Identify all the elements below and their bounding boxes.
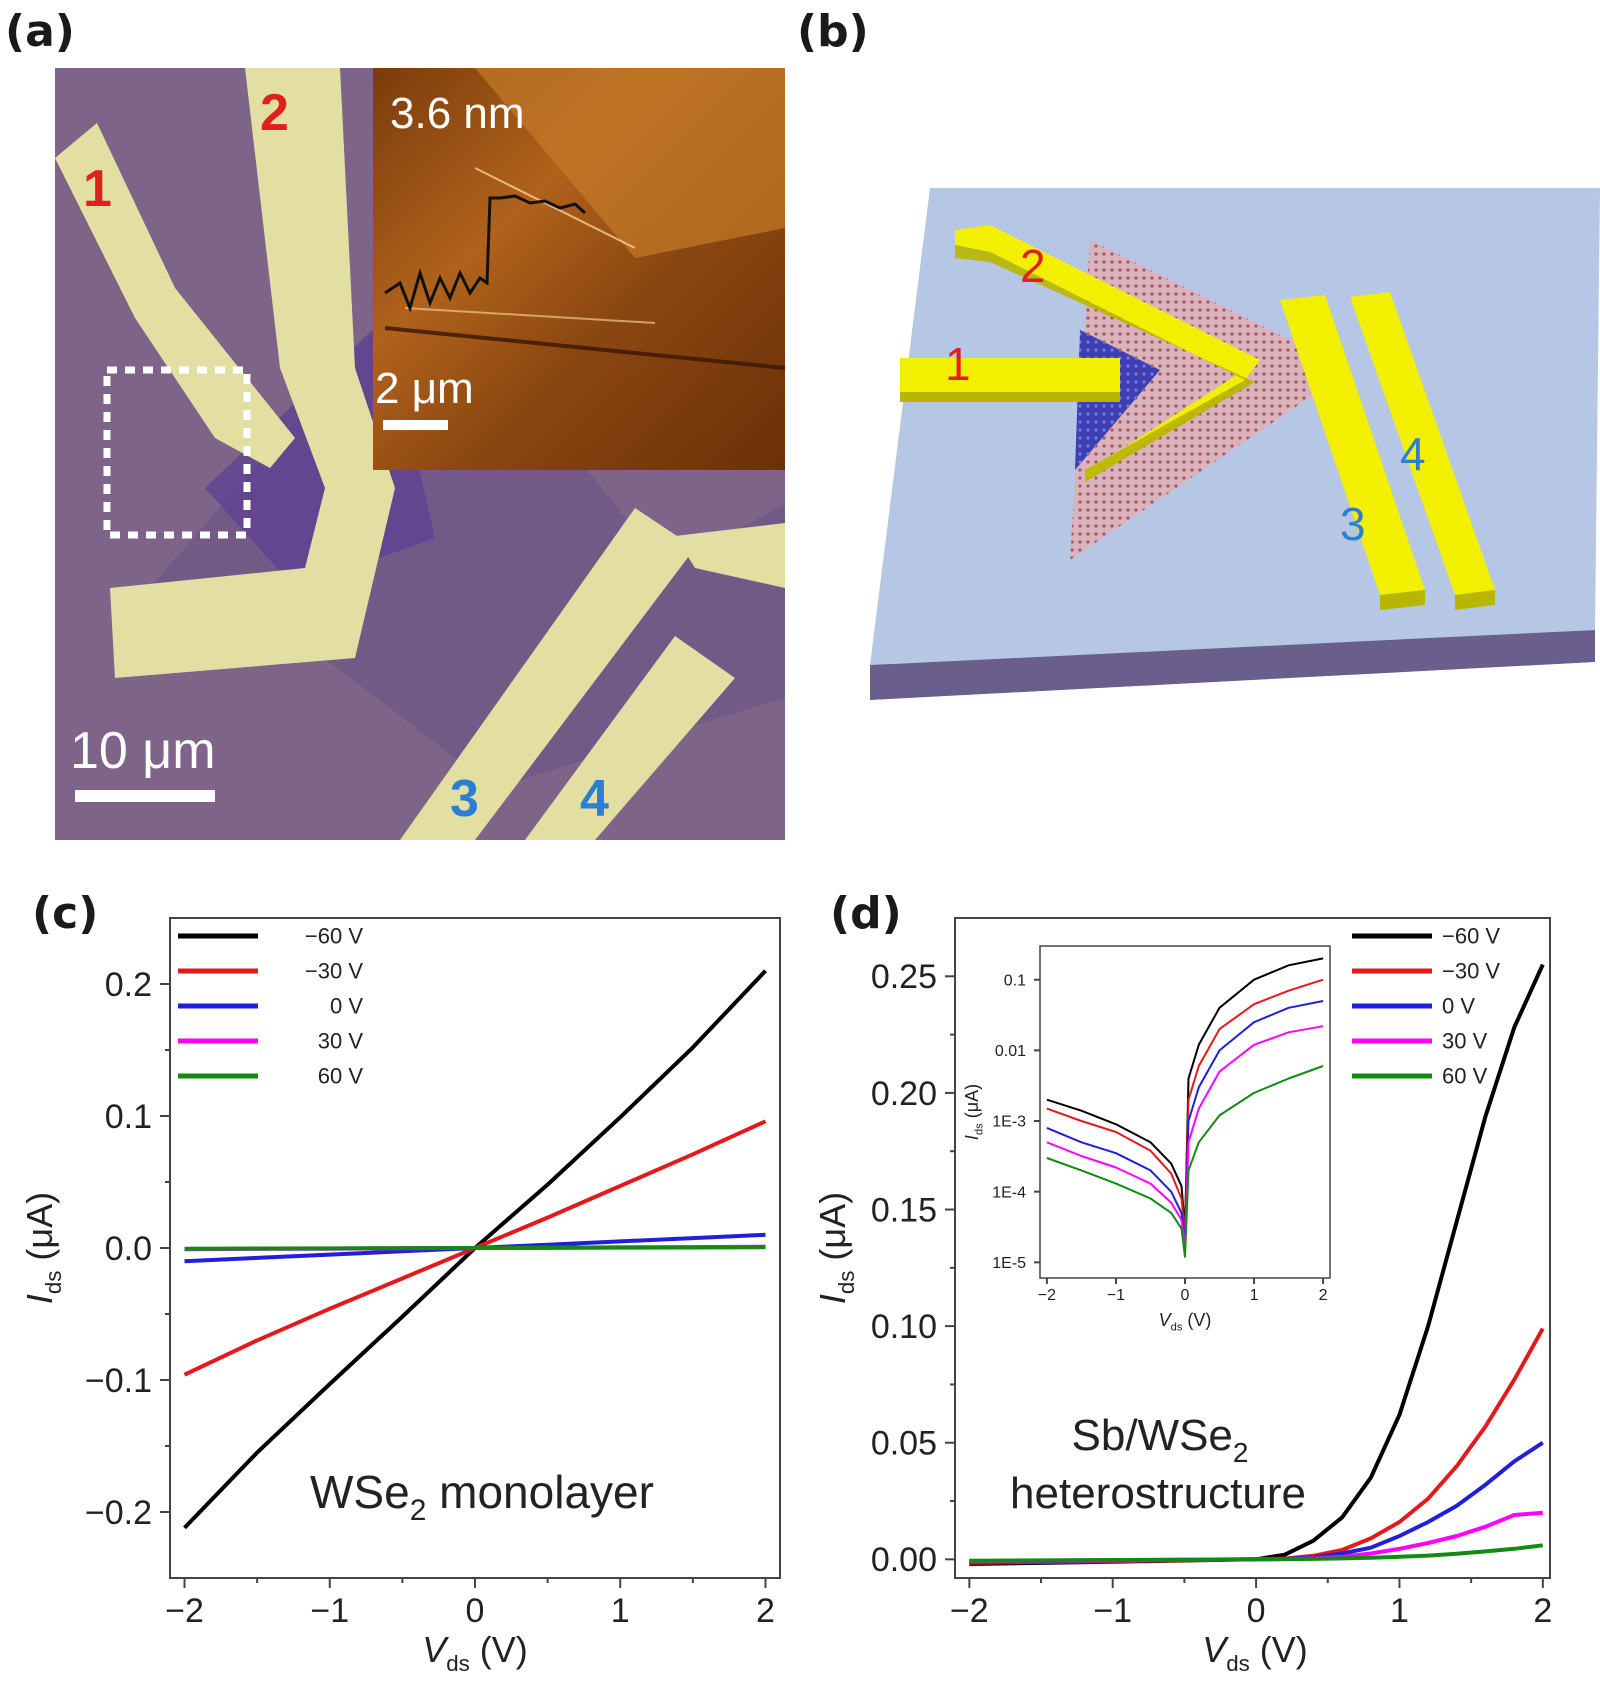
d-xlabel-text: Vds (V) bbox=[1202, 1629, 1308, 1676]
c-legend-label-3: 30 V bbox=[318, 1029, 364, 1054]
c-ylabel: Ids (μA) bbox=[19, 1192, 66, 1304]
d-inset-ytick-label: 1E-4 bbox=[992, 1184, 1026, 1201]
electrode-4-label: 4 bbox=[580, 770, 609, 828]
d-inset-xlabel-text: Vds (V) bbox=[1159, 1310, 1212, 1334]
d-series-4 bbox=[969, 1543, 1544, 1563]
d-ylabel-text: Ids (μA) bbox=[812, 1192, 859, 1304]
d-inset-xtick-label: 2 bbox=[1319, 1287, 1328, 1304]
electrode-4 bbox=[525, 636, 735, 840]
schematic-label-2: 2 bbox=[1020, 240, 1046, 292]
d-inset-xtick-label: −2 bbox=[1038, 1287, 1056, 1304]
d-xtick-label: 0 bbox=[1247, 1592, 1266, 1630]
d-frame bbox=[954, 917, 1551, 1579]
d-legend-label-2: 0 V bbox=[1442, 994, 1475, 1019]
c-ylabel-text: Ids (μA) bbox=[19, 1192, 66, 1304]
d-legend-label-1: −30 V bbox=[1442, 959, 1500, 984]
d-annotation-line2: heterostructure bbox=[1010, 1469, 1306, 1518]
d-xtick-label: 1 bbox=[1390, 1592, 1409, 1630]
afm-inset: 3.6 nm 2 μm bbox=[373, 68, 785, 470]
electrode-1-label: 1 bbox=[83, 160, 112, 218]
d-annotation-line1: Sb/WSe2 bbox=[1072, 1411, 1249, 1468]
d-ytick-label: 0.00 bbox=[871, 1541, 937, 1579]
d-inset-xtick-label: −1 bbox=[1107, 1287, 1125, 1304]
d-inset-ytick-label: 1E-3 bbox=[992, 1114, 1026, 1131]
c-legend-label-1: −30 V bbox=[305, 959, 363, 984]
d-inset-xtick-label: 1 bbox=[1250, 1287, 1259, 1304]
panel-b-label: (b) bbox=[797, 6, 869, 57]
schematic-label-1: 1 bbox=[945, 338, 971, 390]
c-ytick-label: 0.1 bbox=[105, 1098, 152, 1136]
schematic-label-4: 4 bbox=[1400, 428, 1426, 480]
d-xtick-label: −2 bbox=[950, 1592, 989, 1630]
d-ytick-label: 0.10 bbox=[871, 1308, 937, 1346]
electrode-2 bbox=[110, 68, 395, 678]
optical-micrograph: 3.6 nm 2 μm 1 2 3 4 10 μm bbox=[55, 68, 785, 840]
scale-bar-label: 10 μm bbox=[70, 722, 216, 780]
substrate-side bbox=[870, 630, 1595, 700]
d-ylabel: Ids (μA) bbox=[812, 1192, 859, 1304]
c-series-4 bbox=[184, 1245, 766, 1251]
schematic-label-3: 3 bbox=[1340, 498, 1366, 550]
c-xtick-label: −1 bbox=[310, 1592, 349, 1630]
c-annotation: WSe2 monolayer bbox=[310, 1466, 654, 1527]
d-inset-ylabel: Ids (μA) bbox=[962, 1084, 986, 1140]
c-legend-label-0: −60 V bbox=[305, 924, 363, 949]
c-xtick-label: 2 bbox=[756, 1592, 775, 1630]
c-xlabel-text: Vds (V) bbox=[422, 1629, 528, 1676]
chart-c: −2 −1 0 1 2 −0.2 −0.1 0.0 0.1 0.2 −60 V −30 V 0 V 30 … bbox=[19, 917, 781, 1676]
afm-scale-label: 2 μm bbox=[375, 364, 474, 413]
c-ytick-label: −0.2 bbox=[85, 1494, 152, 1532]
schematic-electrode-3 bbox=[1280, 295, 1425, 595]
wse2-flake bbox=[115, 318, 785, 788]
d-ytick-label: 0.20 bbox=[871, 1075, 937, 1113]
d-inset-ytick-label: 1E-5 bbox=[992, 1255, 1026, 1272]
c-xtick-label: 0 bbox=[466, 1592, 485, 1630]
panel-d-label: (d) bbox=[830, 888, 902, 939]
c-ytick-label: −0.1 bbox=[85, 1362, 152, 1400]
scale-bar bbox=[75, 790, 215, 802]
c-ytick-label: 0.0 bbox=[105, 1230, 152, 1268]
device-schematic: 1 2 3 4 bbox=[870, 188, 1600, 700]
d-ytick-label: 0.05 bbox=[871, 1425, 937, 1463]
electrode-2-label: 2 bbox=[260, 84, 289, 142]
d-legend-label-4: 60 V bbox=[1442, 1064, 1488, 1089]
d-xtick-label: 2 bbox=[1533, 1592, 1552, 1630]
d-xlabel: Vds (V) bbox=[1202, 1629, 1308, 1676]
d-inset-ylabel-text: Ids (μA) bbox=[962, 1084, 986, 1140]
schematic-electrode-1 bbox=[900, 358, 1120, 392]
schematic-electrode-4 bbox=[1350, 292, 1495, 595]
d-ytick-label: 0.25 bbox=[871, 958, 937, 996]
c-xtick-label: 1 bbox=[611, 1592, 630, 1630]
electrode-3 bbox=[400, 508, 695, 840]
panel-a-label: (a) bbox=[5, 6, 75, 57]
d-inset-series-4 bbox=[1046, 1065, 1324, 1258]
electrode-1 bbox=[55, 123, 295, 468]
c-legend-label-4: 60 V bbox=[318, 1064, 364, 1089]
c-ytick-label: 0.2 bbox=[105, 966, 152, 1004]
d-inset-ytick-label: 0.01 bbox=[995, 1043, 1026, 1060]
d-ytick-label: 0.15 bbox=[871, 1191, 937, 1229]
d-inset-ytick-label: 0.1 bbox=[1004, 972, 1026, 989]
c-xlabel: Vds (V) bbox=[422, 1629, 528, 1676]
zoom-region-box bbox=[103, 366, 251, 539]
d-legend-label-0: −60 V bbox=[1442, 924, 1500, 949]
d-xtick-label: −1 bbox=[1093, 1592, 1132, 1630]
afm-scale-bar bbox=[383, 420, 448, 430]
afm-height-label: 3.6 nm bbox=[390, 89, 525, 138]
panel-c-label: (c) bbox=[32, 888, 99, 939]
electrode-top-right bbox=[675, 523, 785, 588]
d-legend-label-3: 30 V bbox=[1442, 1029, 1488, 1054]
d-inset-xtick-label: 0 bbox=[1181, 1287, 1190, 1304]
c-xtick-label: −2 bbox=[165, 1592, 204, 1630]
electrode-3-label: 3 bbox=[450, 770, 479, 828]
d-inset-xlabel: Vds (V) bbox=[1159, 1310, 1212, 1334]
c-legend-label-2: 0 V bbox=[330, 994, 363, 1019]
schematic-electrode-2 bbox=[955, 225, 1260, 380]
